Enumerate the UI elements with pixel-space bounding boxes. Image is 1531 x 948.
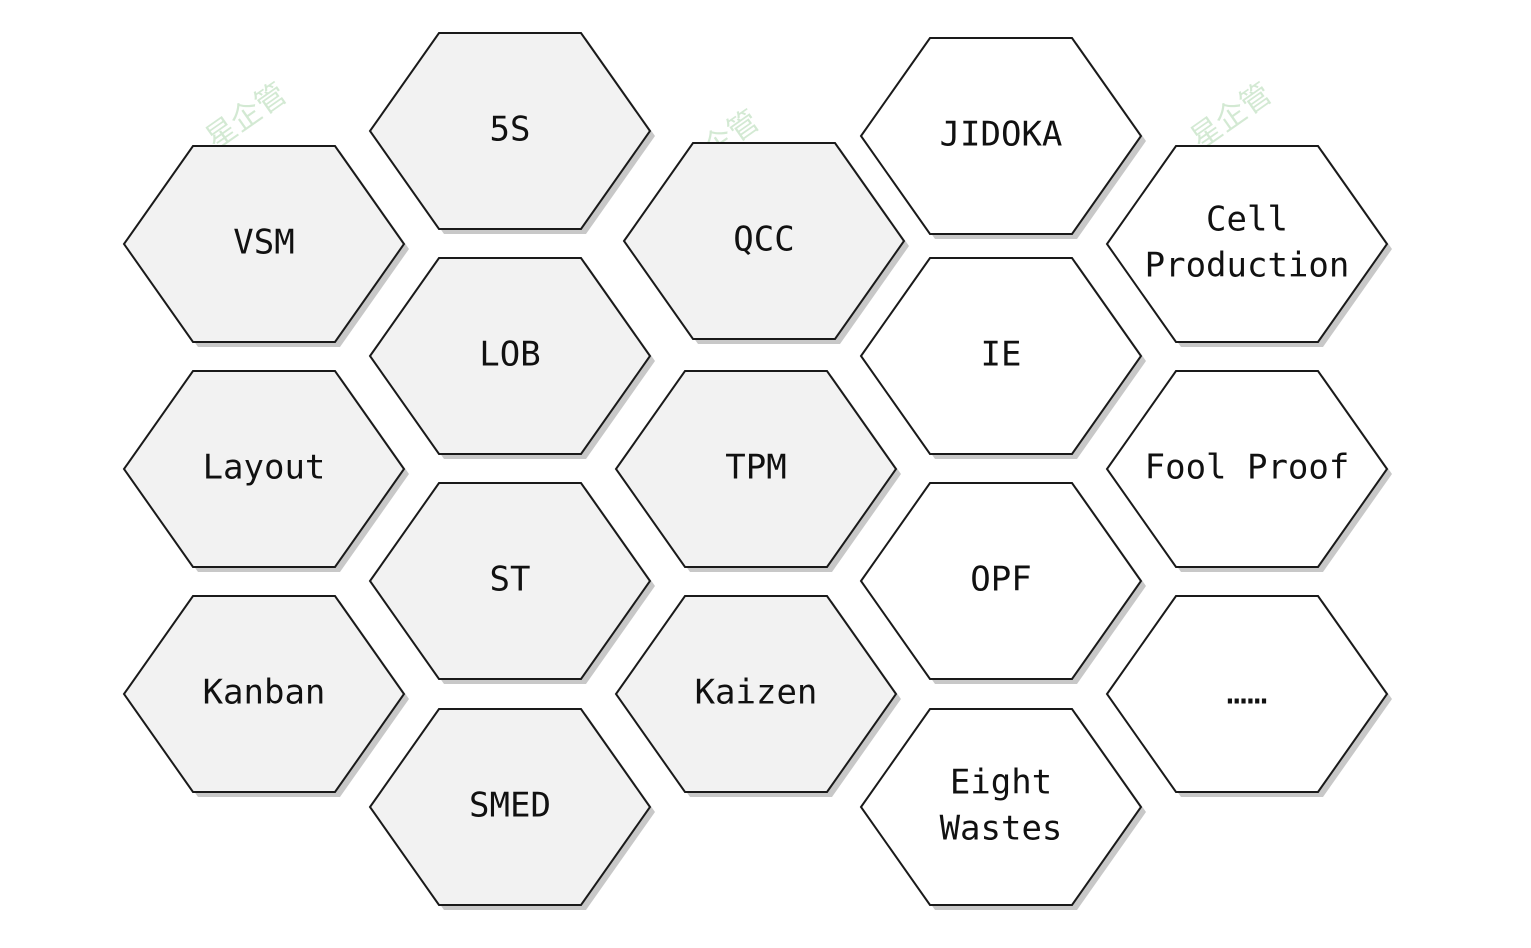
hexagon-label: Fool Proof [1145,448,1350,488]
hexagon-tpm: TPM [614,370,901,572]
hexagon-fool-proof: Fool Proof [1105,370,1392,572]
hexagon-kaizen: Kaizen [614,595,901,797]
hexagon-label: 5S [490,110,531,150]
hexagon-layout: Layout [122,370,409,572]
hexagon-label: ST [490,560,531,600]
hexagon-jidoka: JIDOKA [859,37,1146,239]
hexagon-st: ST [368,482,655,684]
hexagon-kanban: Kanban [122,595,409,797]
hexagon-label: JIDOKA [940,115,1063,155]
hexagon-label: …… [1227,673,1268,713]
hexagon-label: Cell [1206,200,1288,240]
hexagon-label: LOB [479,335,540,375]
hexagon-shape [122,595,406,793]
hexagon-ie: IE [859,257,1146,459]
hexagon-shape [1105,145,1389,343]
hexagon-shape [368,257,652,455]
hexagon-shape [368,708,652,906]
hexagon-more: …… [1105,595,1392,797]
hexagon-shape [122,145,406,343]
hexagon-label: Production [1145,246,1350,286]
watermark-3: 星企管 [1185,76,1279,156]
hexagon-label: Wastes [940,809,1063,849]
hexagon-label: IE [981,335,1022,375]
hexagon-opf: OPF [859,482,1146,684]
hexagon-shape [614,595,898,793]
hexagon-shape [622,142,906,340]
hexagon-shape [122,370,406,568]
hexagon-label: OPF [970,560,1031,600]
hexagon-shape [368,482,652,680]
hexagon-shape [859,708,1143,906]
hexagon-label: Kaizen [695,673,818,713]
hexagon-vsm: VSM [122,145,409,347]
hexagon-shape [859,482,1143,680]
hexagon-shape [859,257,1143,455]
hexagon-smed: SMED [368,708,655,910]
hexagon-label: Layout [203,448,326,488]
hexagon-label: QCC [733,220,794,260]
hexagon-5s: 5S [368,32,655,234]
hexagon-label: Eight [950,763,1052,803]
hexagon-label: SMED [469,786,551,826]
hexagon-label: TPM [725,448,786,488]
hexagon-shape [368,32,652,230]
hexagon-label: VSM [233,223,294,263]
watermark-1: 星企管 [200,76,294,156]
hexagon-shape [1105,595,1389,793]
hexagon-qcc: QCC [622,142,909,344]
hexagon-shape [614,370,898,568]
hexagon-shape [859,37,1143,235]
hexagon-shape [1105,370,1389,568]
hexagon-lob: LOB [368,257,655,459]
hexagon-label: Kanban [203,673,326,713]
